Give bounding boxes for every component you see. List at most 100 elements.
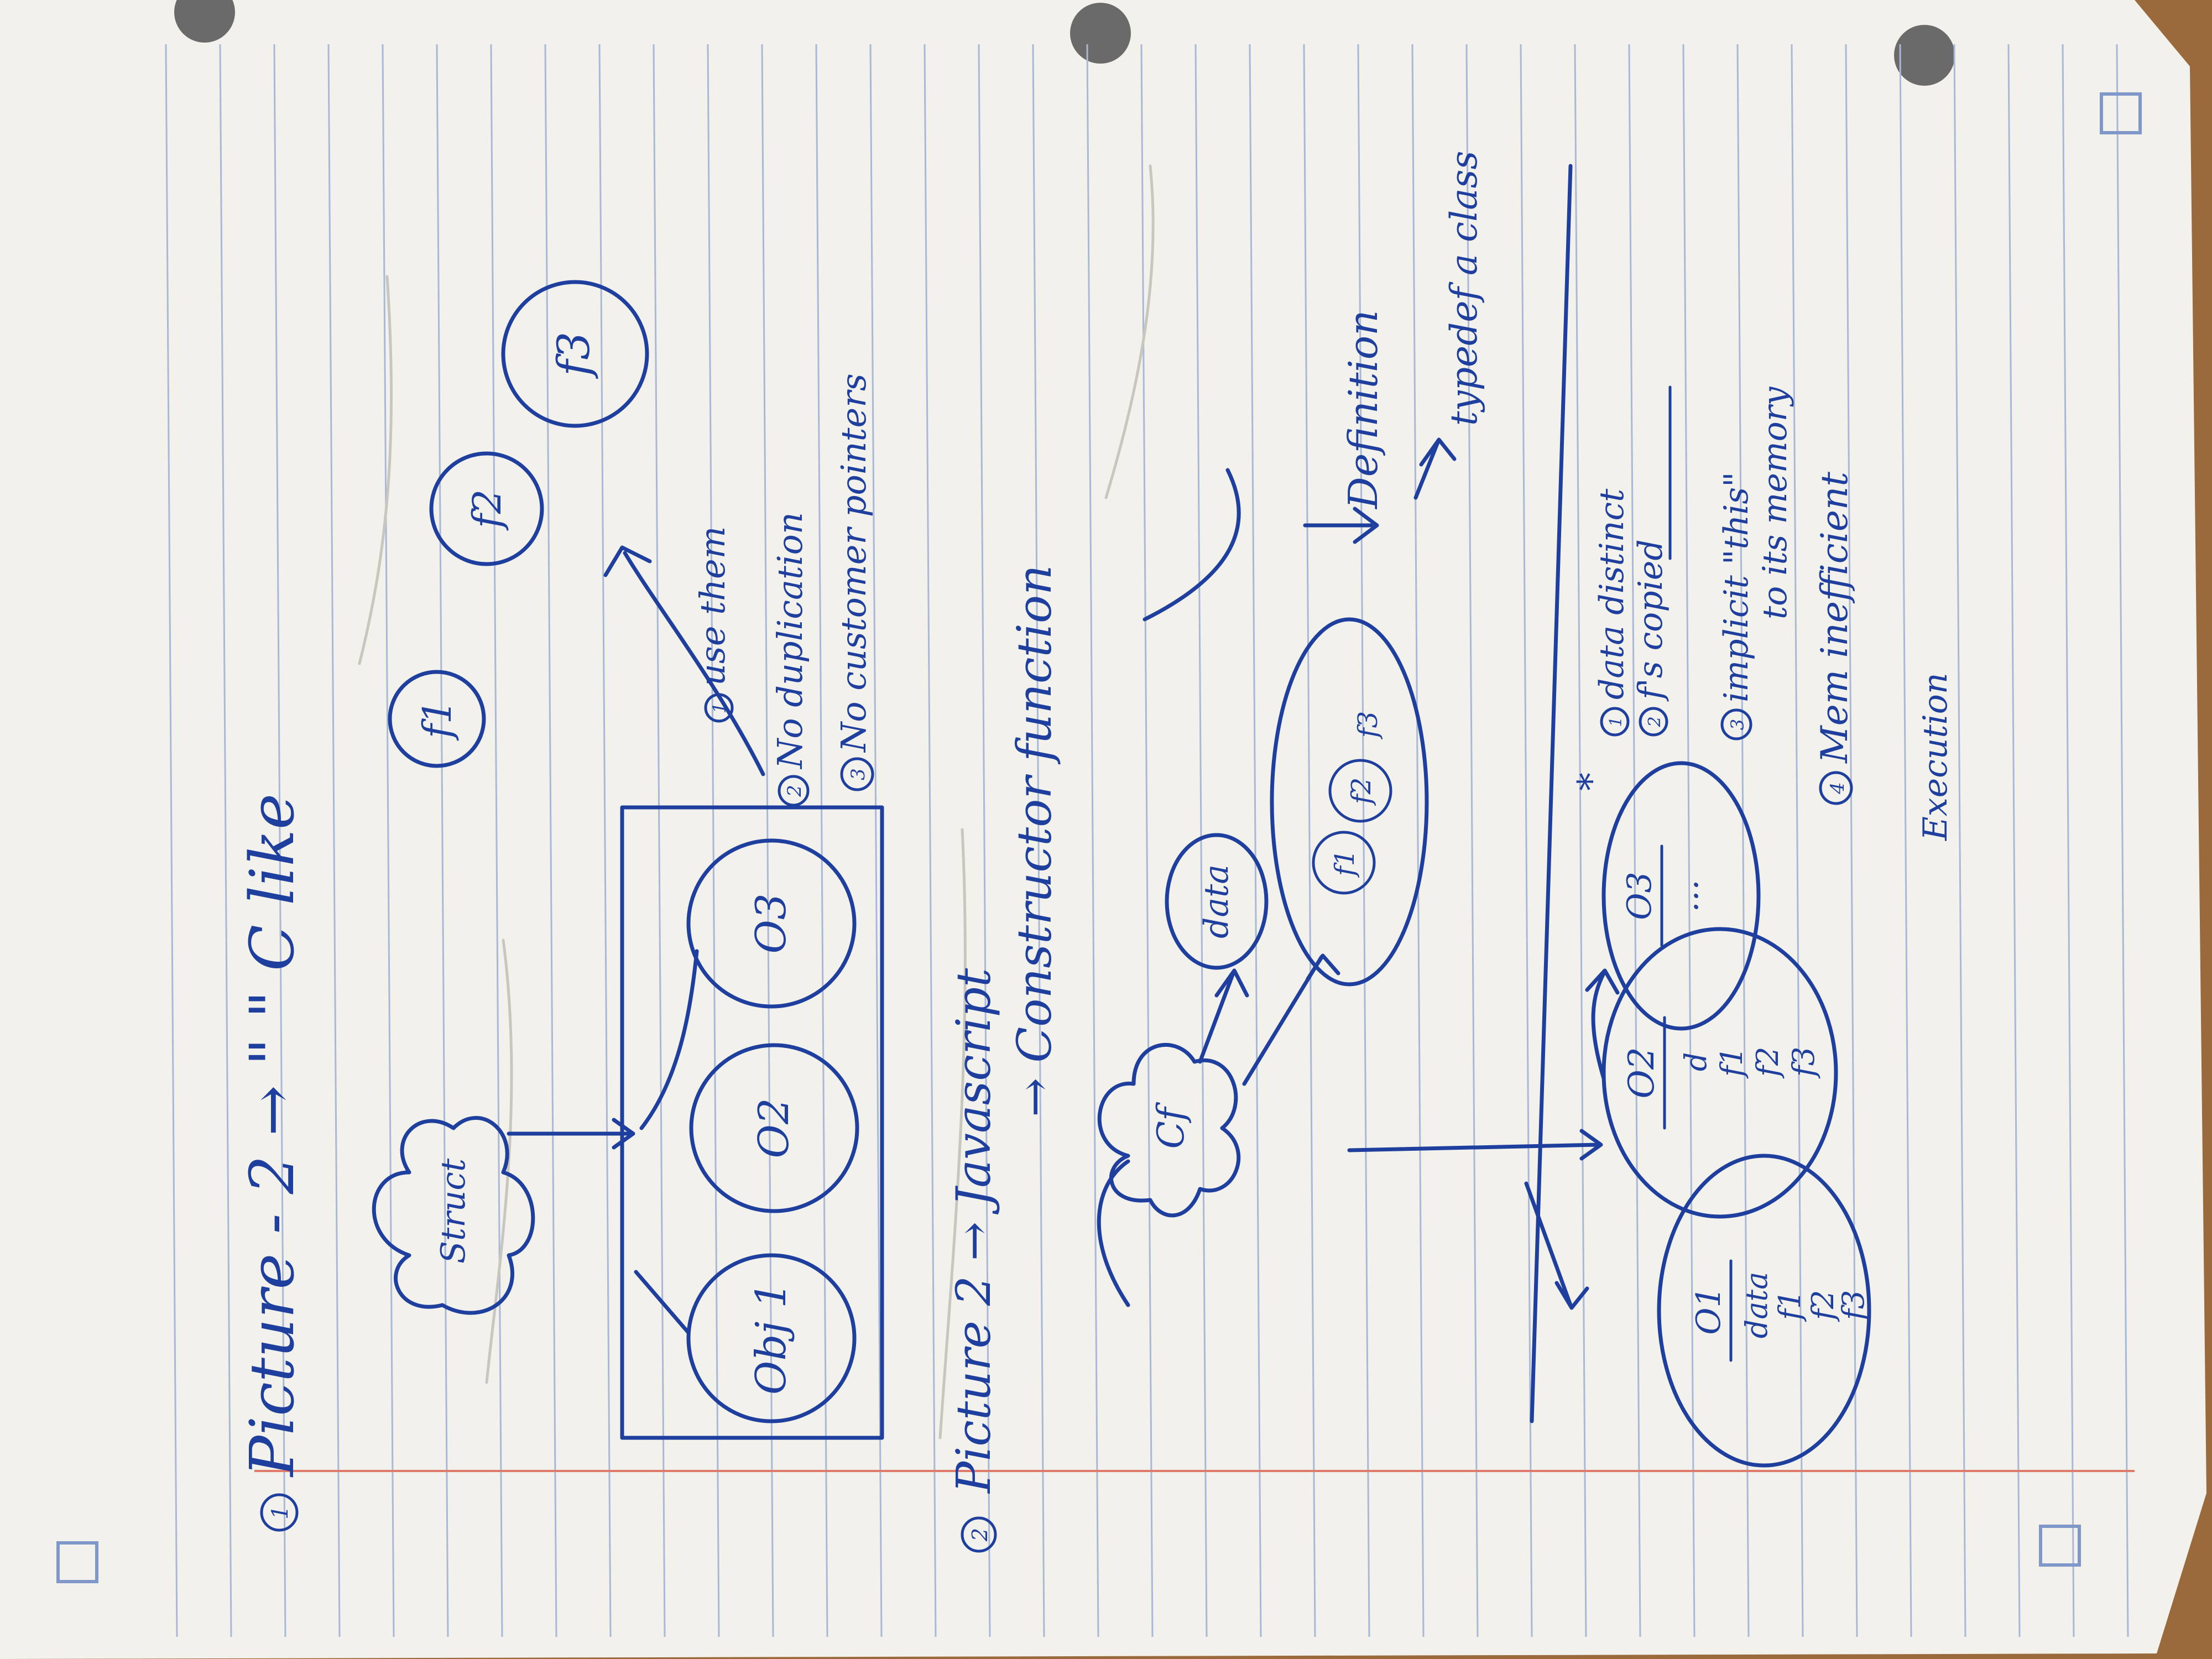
s3-point-2-circle — [1639, 707, 1668, 737]
s1-point-3-text: No customer pointers — [833, 373, 874, 753]
object-o2-line-2: f1 — [1714, 1047, 1749, 1079]
struct-cloud — [372, 1116, 535, 1315]
s3-point-2-text: f's copied — [1631, 539, 1670, 702]
object-o1-line-4: f3 — [1836, 1290, 1871, 1322]
cf-cloud — [1097, 1042, 1241, 1218]
function-label-f3: f3 — [548, 332, 599, 379]
object-o3-title: O3 — [1620, 872, 1659, 920]
rule-line — [869, 44, 883, 1637]
rule-line — [1520, 44, 1533, 1637]
rule-line — [1411, 44, 1425, 1637]
s2-function-circle-f2 — [1328, 759, 1392, 823]
cf-to-functions-arrow — [1242, 953, 1340, 1086]
function-circle-f2 — [429, 451, 544, 566]
object-label-1: Obj 1 — [747, 1282, 795, 1395]
rule-line — [2062, 44, 2075, 1637]
rule-line — [1682, 44, 1695, 1637]
section-2: 2 Picture 2 → Javascript → Constructor f… — [947, 151, 1485, 1553]
rule-line — [1574, 44, 1587, 1637]
object-o2-line-1: d — [1678, 1052, 1713, 1072]
object-label-3: O3 — [747, 893, 795, 953]
function-circle-f1 — [388, 670, 486, 768]
rule-line — [382, 44, 395, 1637]
rule-line — [707, 44, 720, 1637]
section-2-number-circle — [961, 1516, 997, 1553]
object-o1-line-2: f1 — [1772, 1290, 1807, 1322]
rule-line — [1086, 44, 1099, 1637]
s1-point-2-num: 2 — [784, 785, 806, 797]
object-label-2: O2 — [749, 1098, 798, 1158]
object-o1-bubble — [1657, 1154, 1871, 1468]
corner-marker — [2039, 1525, 2081, 1567]
cf-label: Cf — [1150, 1102, 1192, 1149]
rule-line — [1140, 44, 1154, 1637]
object-o2-line-3: f2 — [1750, 1047, 1785, 1079]
object-circle-2 — [689, 1043, 859, 1213]
section-1: 1 Picture - 2 → " " C like Struct Obj 1 … — [237, 280, 884, 1532]
rule-line — [1736, 44, 1750, 1637]
s2-function-label-f2: f2 — [1346, 778, 1377, 806]
show-through-writing — [358, 164, 1155, 1439]
cf-to-data-arrow — [1198, 968, 1249, 1064]
typedef-label: typedef a class — [1443, 151, 1485, 426]
rule-line — [815, 44, 828, 1637]
ruled-lines — [165, 44, 2129, 1637]
functions-bubble — [1270, 617, 1429, 987]
object-o3-line-1: … — [1667, 879, 1706, 912]
struct-label: Struct — [434, 1158, 473, 1264]
s3-point-1-circle — [1600, 707, 1630, 737]
function-label-f2: f2 — [465, 489, 510, 531]
rule-line — [1628, 44, 1641, 1637]
s3-point-3-num: 3 — [1727, 719, 1748, 730]
rule-line — [2007, 44, 2021, 1637]
s1-point-3-circle — [840, 757, 874, 791]
rule-line — [1032, 44, 1045, 1637]
function-label-f1: f1 — [415, 700, 460, 741]
rule-line — [1791, 44, 1804, 1637]
corner-marker — [2100, 92, 2142, 134]
s3-point-4-text: Mem inefficient — [1813, 472, 1856, 764]
data-bubble-label: data — [1197, 864, 1236, 938]
rule-line — [165, 44, 178, 1637]
rule-line — [1953, 44, 1966, 1637]
s3-point-4-num: 4 — [1827, 782, 1849, 795]
s1-point-1-num: 1 — [709, 702, 730, 713]
rule-line — [219, 44, 232, 1637]
object-o3-bubble — [1601, 761, 1761, 1031]
s1-point-1-text: use them — [692, 526, 733, 686]
rule-line — [2116, 44, 2129, 1637]
object-o1-line-3: f2 — [1806, 1290, 1840, 1322]
rule-line — [1845, 44, 1858, 1637]
rule-line — [1465, 44, 1479, 1637]
rule-line — [1303, 44, 1316, 1637]
function-circle-f3 — [501, 280, 649, 428]
definition-label: Definition — [1340, 310, 1386, 510]
cf-to-o3-arrow — [1585, 968, 1620, 1081]
section-2-subheading: → Constructor function — [1008, 565, 1062, 1117]
section-2-heading: Picture 2 → Javascript — [947, 968, 1001, 1494]
rule-line — [327, 44, 341, 1637]
s1-point-3-num: 3 — [847, 768, 869, 780]
s2-function-circle-f1 — [1312, 831, 1376, 895]
s3-point-3-text: implicit "this" — [1717, 472, 1756, 702]
object-circle-1 — [686, 1253, 857, 1423]
s3-point-1-num: 1 — [1606, 716, 1626, 727]
function-arrow — [603, 545, 765, 776]
rule-line — [653, 44, 666, 1637]
rule-line — [1899, 44, 1912, 1637]
section-1-number-circle — [260, 1493, 299, 1532]
definition-arrow — [1303, 507, 1379, 544]
ring-hole — [174, 0, 235, 43]
handwritten-notes: 1 Picture - 2 → " " C like Struct Obj 1 … — [237, 151, 1955, 1553]
rule-line — [1194, 44, 1208, 1637]
corner-marker — [56, 1541, 98, 1583]
s3-point-3-text-cont: to its memory — [1756, 386, 1794, 619]
cf-to-o2-arrow — [1347, 1129, 1603, 1161]
s2-function-label-f3: f3 — [1353, 711, 1384, 739]
s3-point-1-text: data distinct — [1593, 488, 1631, 700]
object-o2-line-4: f3 — [1786, 1047, 1821, 1079]
ring-hole — [1070, 3, 1131, 64]
data-bubble — [1165, 833, 1269, 970]
